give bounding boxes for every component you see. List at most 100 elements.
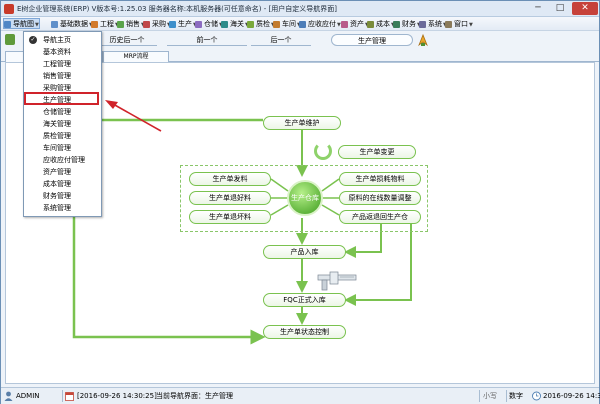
status-divider — [479, 390, 480, 402]
menu-customs-label: 海关 — [230, 20, 244, 28]
chevron-down-icon: ▼ — [365, 22, 369, 28]
dd-system[interactable]: 系统管理 — [43, 204, 71, 212]
dd-workshop[interactable]: 车间管理 — [43, 144, 71, 152]
dd-finance[interactable]: 财务管理 — [43, 192, 71, 200]
menu-production[interactable]: 生产▼ — [169, 19, 197, 30]
flow-canvas: 生产单维护 生产单变更 生产单发料 生产单退好料 生产单退坏料 生产仓库 生产单… — [5, 62, 595, 384]
menu-cost-label: 成本 — [376, 20, 390, 28]
dd-warehouse[interactable]: 仓储管理 — [43, 108, 71, 116]
menu-engineering-label: 工程 — [100, 20, 114, 28]
chevron-down-icon: ▼ — [469, 22, 473, 28]
status-clock: 2016-09-26 14:30 — [543, 392, 600, 400]
chevron-down-icon: ▼ — [443, 22, 447, 28]
status-divider — [506, 390, 507, 402]
menu-warehouse[interactable]: 仓储 ▼ — [195, 19, 223, 30]
menu-finance-label: 财务 — [402, 20, 416, 28]
status-bar: ADMIN [2016-09-26 14:30:25] 当前导航界面：生产管理 … — [1, 387, 600, 404]
dd-customs[interactable]: 海关管理 — [43, 120, 71, 128]
node-scrap-material[interactable]: 生产单损耗物料 — [339, 172, 421, 186]
menu-basic-data-label: 基础数据 — [60, 20, 88, 28]
menu-assets[interactable]: 资产▼ — [341, 19, 369, 30]
status-login-time: [2016-09-26 14:30:25] — [77, 392, 157, 400]
dd-basic-info[interactable]: 基本资料 — [43, 48, 71, 56]
dd-assets[interactable]: 资产管理 — [43, 168, 71, 176]
title-bar: E树企业管理系统(ERP) V版本号:1.25.03 服务器名称:本机服务器(可… — [1, 1, 599, 17]
warehouse-group — [180, 165, 428, 232]
menu-purchase-label: 采购 — [152, 20, 166, 28]
chevron-down-icon: ▼ — [115, 22, 119, 28]
chevron-down-icon: ▼ — [417, 22, 421, 28]
dd-receivable-payable[interactable]: 应收应付管理 — [43, 156, 85, 164]
tab-mrp-flow[interactable]: MRP流程 — [103, 51, 169, 62]
go-arrow-icon[interactable] — [417, 33, 429, 47]
menu-workshop[interactable]: 车间▼ — [273, 19, 301, 30]
dd-nav-home-label: 导航主页 — [43, 36, 71, 44]
node-production-change[interactable]: 生产单变更 — [338, 145, 416, 159]
minimize-button[interactable]: ─ — [535, 3, 541, 13]
menu-cost[interactable]: 成本▼ — [367, 19, 395, 30]
chevron-down-icon: ▼ — [141, 22, 145, 28]
node-product-inbound[interactable]: 产品入库 — [263, 245, 346, 259]
history-next-button[interactable]: 历史后一个 — [97, 34, 157, 46]
calendar-icon — [65, 392, 74, 401]
home-icon[interactable] — [5, 34, 15, 45]
window-title: E树企业管理系统(ERP) V版本号:1.25.03 服务器名称:本机服务器(可… — [17, 5, 337, 13]
status-user: ADMIN — [16, 392, 40, 400]
node-status-control[interactable]: 生产单状态控制 — [263, 325, 346, 339]
user-icon — [4, 391, 13, 401]
menu-warehouse-label: 仓储 — [204, 20, 218, 28]
node-fqc-inbound[interactable]: FQC正式入库 — [263, 293, 346, 307]
menu-sales-label: 销售 — [126, 20, 140, 28]
app-logo-icon — [4, 4, 14, 14]
chevron-down-icon: ▼ — [391, 22, 395, 28]
chevron-down-icon: ▼ — [167, 22, 171, 28]
next-button[interactable]: 后一个 — [251, 34, 311, 46]
menu-navigation[interactable]: 导航图▼ — [3, 18, 40, 29]
dd-production[interactable]: 生产管理 — [43, 96, 71, 104]
menu-engineering[interactable]: 工程▼ — [91, 19, 119, 30]
chevron-down-icon: ▼ — [337, 22, 341, 28]
menu-navigation-label: 导航图 — [13, 20, 34, 28]
menu-basic-data[interactable]: 基础数据▼ — [51, 19, 93, 30]
highlight-box — [24, 92, 99, 105]
menu-receivable-payable[interactable]: 应收应付▼ — [299, 19, 341, 30]
menu-finance[interactable]: 财务▼ — [393, 19, 421, 30]
node-production-issue[interactable]: 生产单发料 — [189, 172, 271, 186]
dd-purchase[interactable]: 采购管理 — [43, 84, 71, 92]
menu-quality[interactable]: 质检▼ — [247, 19, 275, 30]
chevron-down-icon: ▼ — [193, 22, 197, 28]
maximize-button[interactable]: □ — [555, 3, 565, 13]
chevron-down-icon: ▼ — [271, 22, 275, 28]
close-button[interactable]: ✕ — [572, 2, 598, 15]
chevron-down-icon: ▼ — [35, 22, 39, 28]
menu-customs[interactable]: 海关▼ — [221, 19, 249, 30]
menu-window[interactable]: 窗口▼ — [445, 19, 473, 30]
navigation-dropdown: ✓ 导航主页 基本资料 工程管理 销售管理 采购管理 生产管理 仓储管理 海关管理… — [23, 31, 102, 217]
dd-cost[interactable]: 成本管理 — [43, 180, 71, 188]
node-return-to-stock[interactable]: 产品返退回生产仓 — [339, 210, 421, 224]
node-return-good[interactable]: 生产单退好料 — [189, 191, 271, 205]
dd-nav-home[interactable]: ✓ 导航主页 — [25, 34, 101, 46]
previous-button[interactable]: 前一个 — [167, 34, 247, 46]
dd-quality[interactable]: 质检管理 — [43, 132, 71, 140]
node-production-maintain[interactable]: 生产单维护 — [263, 116, 341, 130]
hub-production-warehouse[interactable]: 生产仓库 — [287, 180, 323, 216]
chevron-down-icon: ▼ — [297, 22, 301, 28]
menu-production-label: 生产 — [178, 20, 192, 28]
menu-assets-label: 资产 — [350, 20, 364, 28]
menu-purchase[interactable]: 采购▼ — [143, 19, 171, 30]
menu-workshop-label: 车间 — [282, 20, 296, 28]
check-icon: ✓ — [29, 36, 37, 44]
dd-sales[interactable]: 销售管理 — [43, 72, 71, 80]
node-return-bad[interactable]: 生产单退坏料 — [189, 210, 271, 224]
menu-system[interactable]: 系统▼ — [419, 19, 447, 30]
menu-sales[interactable]: 销售▼ — [117, 19, 145, 30]
current-module-pill[interactable]: 生产管理 — [331, 34, 413, 46]
flow-connectors — [72, 118, 412, 345]
node-online-adjust[interactable]: 原料的在线数量调整 — [339, 191, 421, 205]
status-capslock: 小写 — [483, 392, 497, 400]
status-divider — [62, 390, 63, 402]
menu-receivable-payable-label: 应收应付 — [308, 20, 336, 28]
dd-engineering[interactable]: 工程管理 — [43, 60, 71, 68]
